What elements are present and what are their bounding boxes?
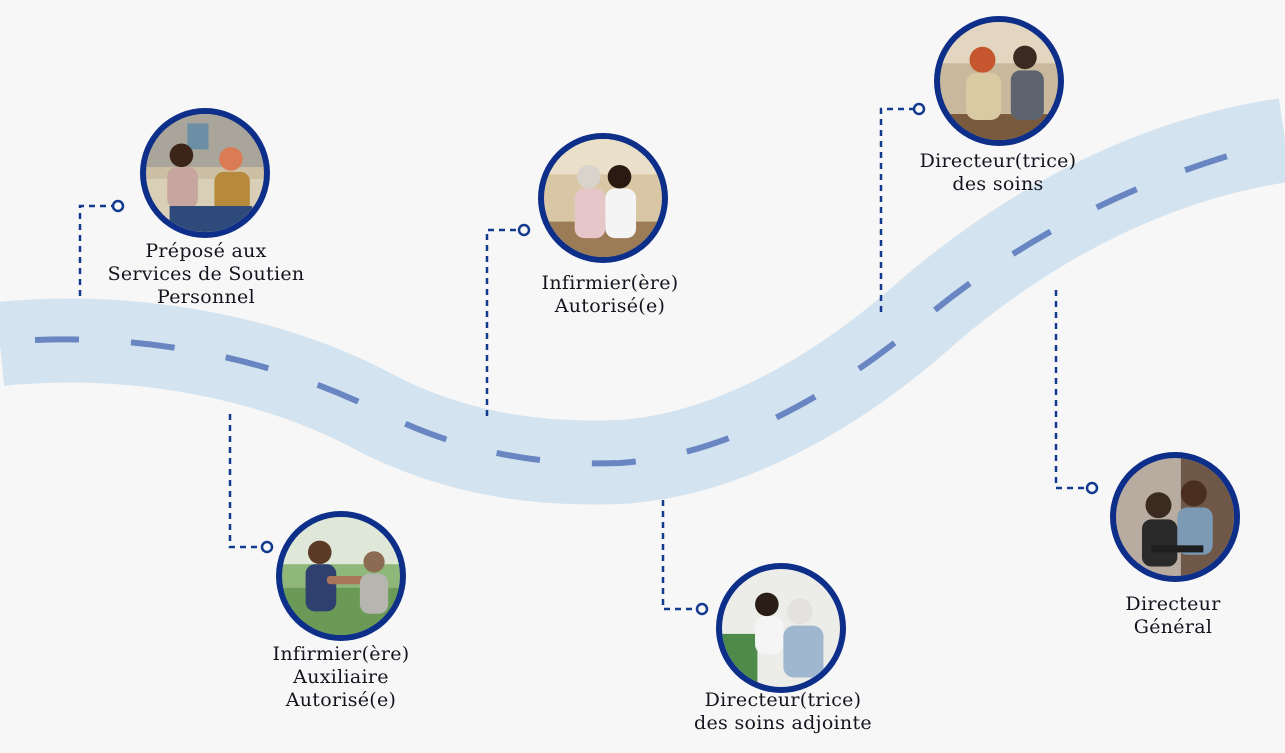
label-line: des soins adjointe [694,712,872,734]
label-line: Personnel [157,286,255,308]
nurse-with-senior-photo [544,139,662,257]
node-adoc [716,563,846,693]
connector-end-dot [517,223,531,237]
road-center-dashes [34,145,1256,467]
connector-end-dot [912,102,926,116]
caregiver-hugging-senior-photo [722,569,840,687]
label-line: Directeur(trice) [704,689,862,711]
connector-rpn [228,414,261,549]
label-line: Autorisé(e) [554,295,666,317]
label-rn: Infirmier(ère) Autorisé(e) [500,272,720,318]
professionals-meeting-photo [940,22,1058,140]
label-line: Infirmier(ère) [272,643,410,665]
connector-end-dot [260,540,274,554]
label-line: Directeur(trice) [919,150,1077,172]
connector-end-dot [1085,481,1099,495]
label-line: Préposé aux [145,240,267,262]
exercise-therapy-photo [282,517,400,635]
label-psw: Préposé aux Services de Soutien Personne… [96,240,316,309]
label-line: Infirmier(ère) [541,272,679,294]
label-ed: Directeur Général [1068,593,1278,639]
label-rpn: Infirmier(ère) Auxiliaire Autorisé(e) [231,643,451,712]
connector-ed [1054,290,1086,490]
connector-end-dot [695,602,709,616]
label-line: Directeur [1125,593,1221,615]
connector-rn [485,228,518,416]
label-line: Auxiliaire [293,666,389,688]
label-line: des soins [952,173,1044,195]
label-line: Général [1133,616,1213,638]
node-ed [1110,452,1240,582]
node-psw [140,108,270,238]
label-line: Autorisé(e) [285,689,397,711]
caregiver-with-senior-photo [146,114,264,232]
node-doc [934,16,1064,146]
connector-doc [879,107,913,312]
node-rn [538,133,668,263]
connector-adoc [661,500,696,611]
node-rpn [276,511,406,641]
connector-end-dot [111,199,125,213]
colleagues-at-laptop-photo [1116,458,1234,576]
connector-psw [78,204,112,296]
label-doc: Directeur(trice) des soins [893,150,1103,196]
label-adoc: Directeur(trice) des soins adjointe [673,689,893,735]
label-line: Services de Soutien [107,263,305,285]
